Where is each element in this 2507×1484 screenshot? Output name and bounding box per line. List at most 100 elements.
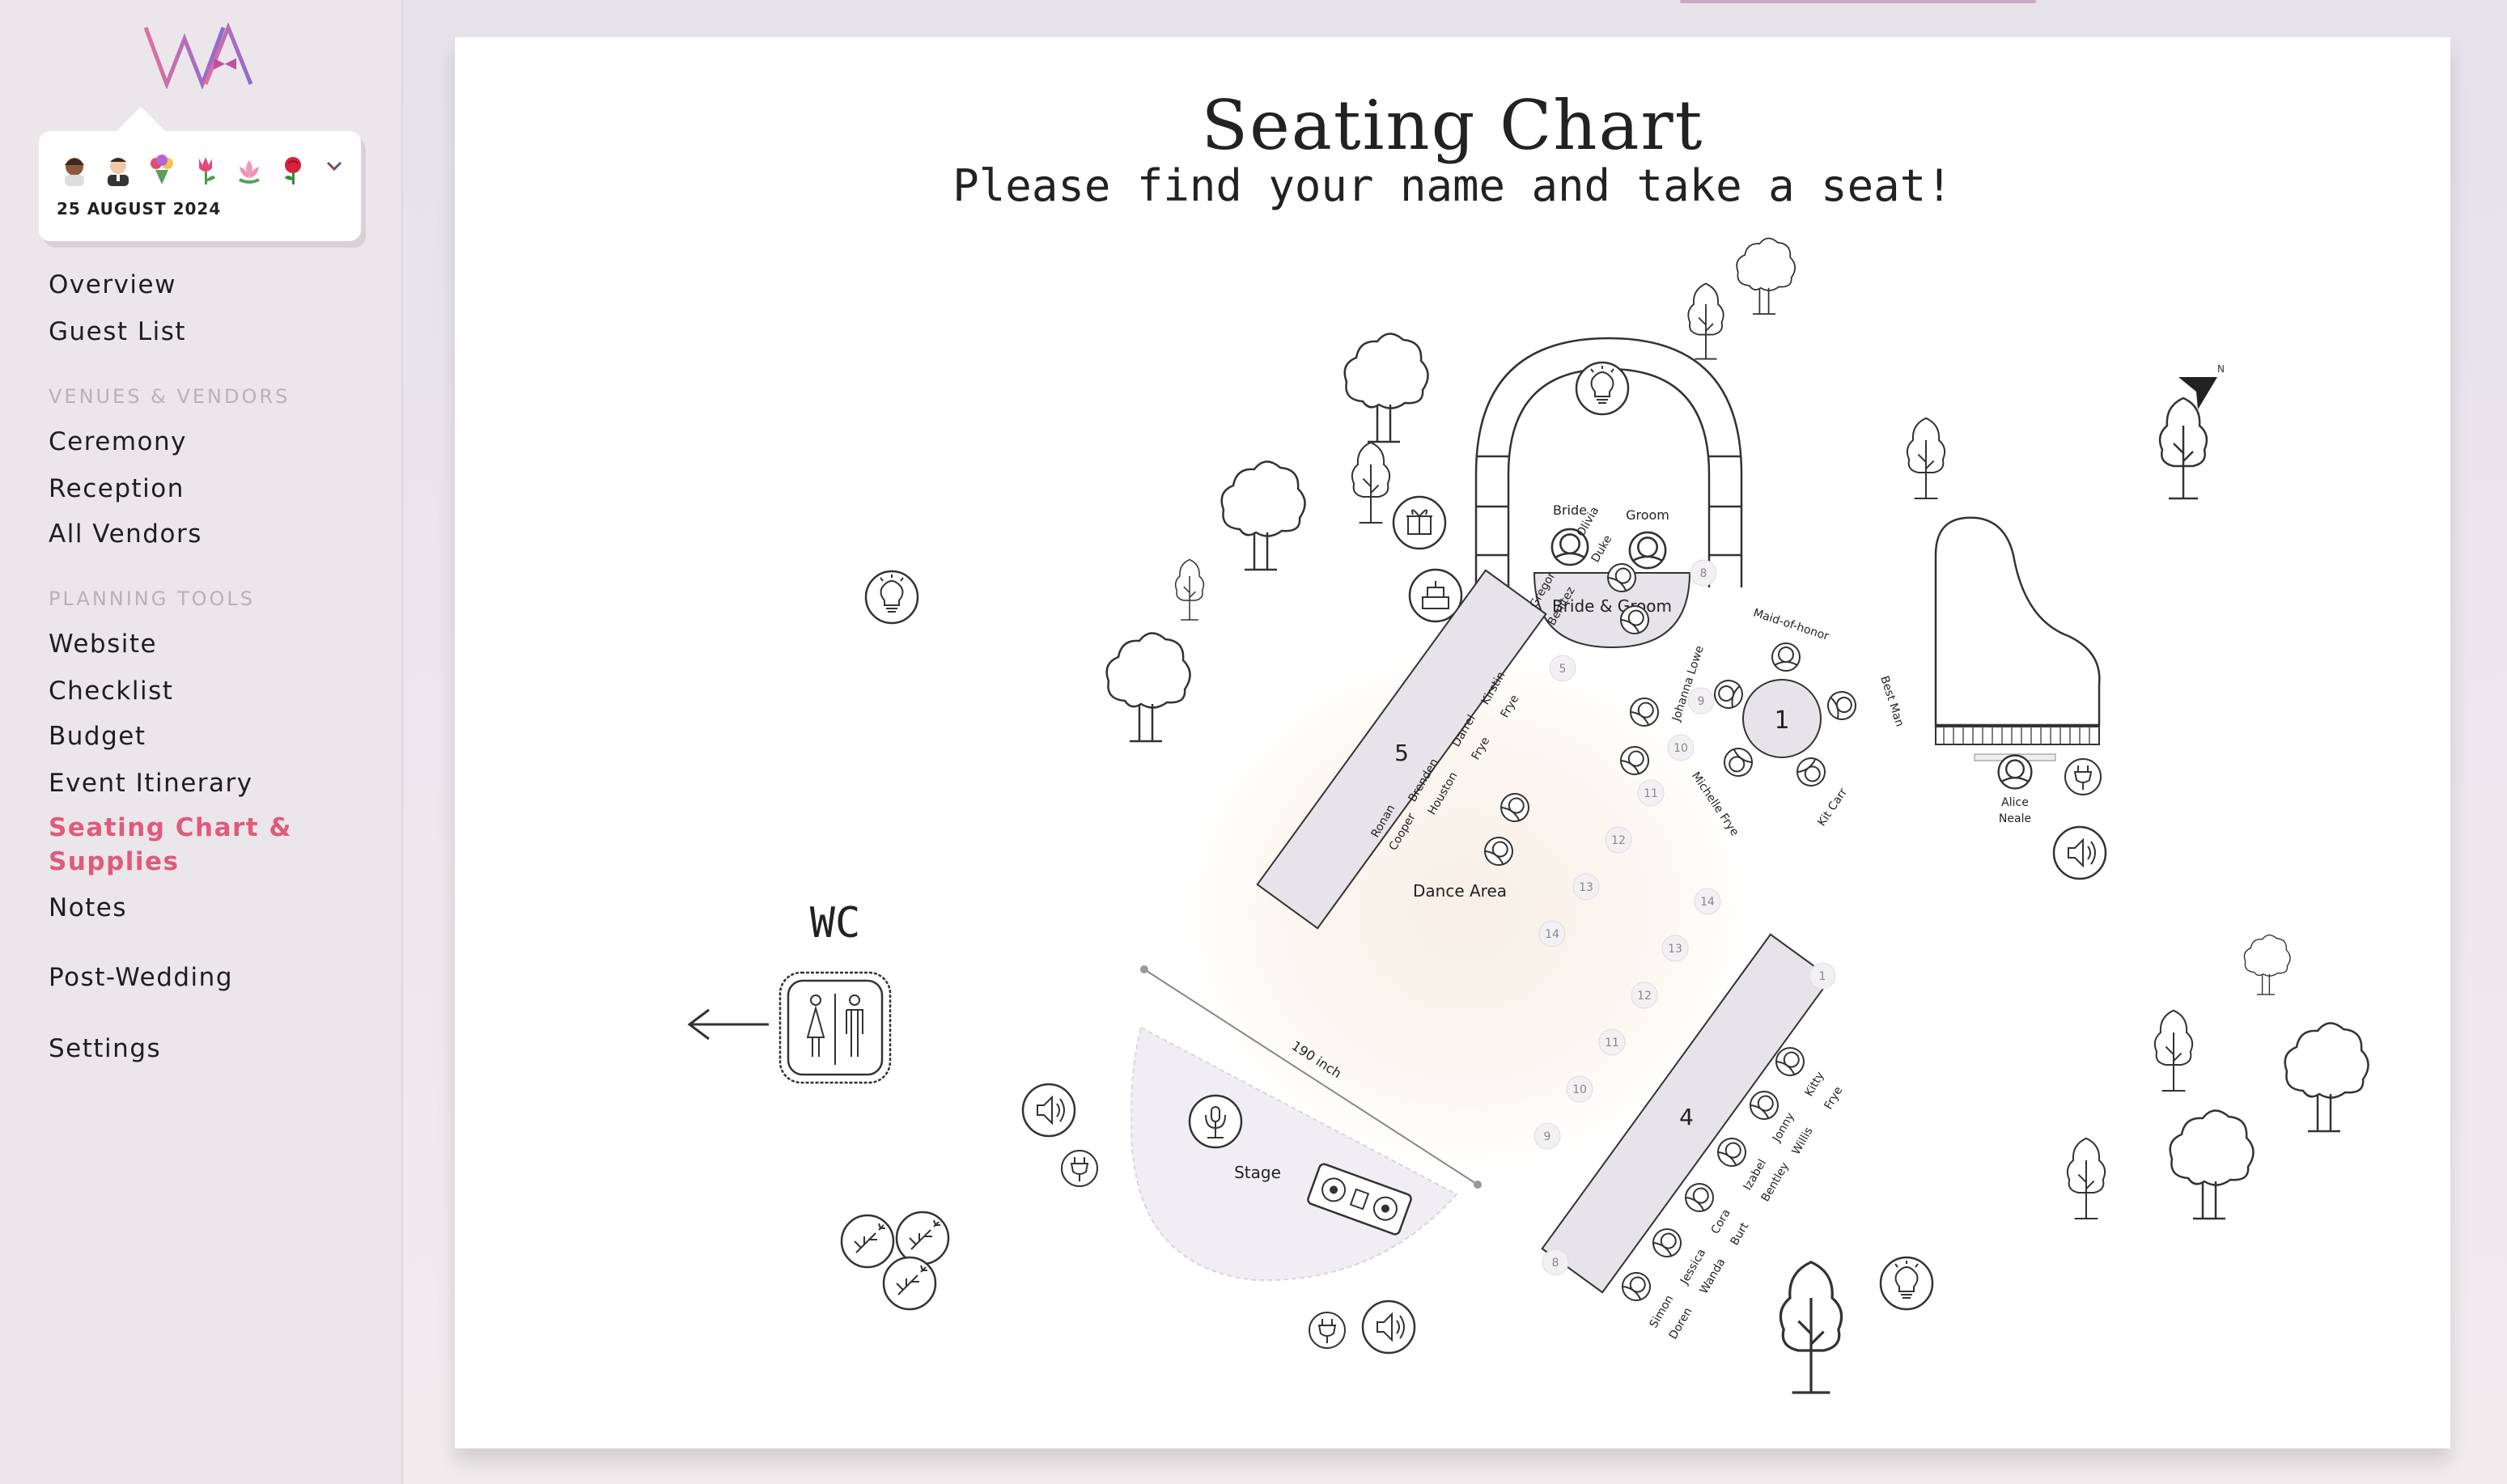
svg-text:Cora: Cora [1709,1207,1733,1236]
tree-icon [1351,441,1391,524]
table-4-seat [1647,1223,1687,1263]
svg-text:12: 12 [1611,834,1626,847]
nav-post-wedding[interactable]: Post-Wedding [49,963,233,992]
table-4 [1541,933,1832,1294]
event-emoji-row [57,152,311,188]
svg-text:13: 13 [1579,881,1593,894]
firework-icon [882,1256,937,1311]
groom-seat [1628,531,1667,570]
speaker-icon [1361,1300,1416,1355]
nav-event-itinerary[interactable]: Event Itinerary [49,769,253,798]
event-switcher-card[interactable]: 25 AUGUST 2024 [39,107,361,241]
table-4-empty-seats: 1 14 13 12 11 10 9 8 [1533,888,1836,1276]
piano-guest-name: Alice [2001,796,2029,809]
tree-icon [2169,1109,2255,1220]
bouquet-icon [144,152,180,188]
wc-label: WC [810,899,861,948]
svg-text:9: 9 [1544,1130,1551,1143]
table-1-seat [1771,642,1801,672]
svg-text:1: 1 [1819,970,1826,983]
table-4-seat [1712,1132,1752,1172]
nav-settings[interactable]: Settings [49,1034,162,1063]
svg-text:5: 5 [1559,663,1567,676]
section-venues-vendors: VENUES & VENDORS [49,385,291,408]
svg-text:10: 10 [1673,742,1688,755]
nav-seating-line2: Supplies [49,847,180,876]
svg-text:14: 14 [1545,928,1559,941]
tree-icon [2284,1022,2369,1133]
main-content: Seating Chart Please find your name and … [403,0,2507,1484]
svg-text:Willis: Willis [1790,1125,1816,1157]
microphone-icon [1188,1094,1243,1149]
svg-text:11: 11 [1644,787,1658,800]
table-1-seat [1823,687,1860,724]
tree-icon [2153,1009,2194,1092]
dimension-line [1143,969,1478,1185]
tree-icon [2066,1137,2106,1220]
app-logo[interactable] [142,22,256,91]
svg-text:11: 11 [1605,1037,1619,1049]
piano [1934,516,2101,761]
tree-icon [2243,934,2291,995]
nav-seating-chart[interactable]: Seating Chart & Supplies [49,811,292,879]
svg-text:12: 12 [1637,990,1652,1003]
tree-icon [1687,282,1724,360]
svg-text:8: 8 [1700,567,1707,580]
stage-label: Stage [1234,1163,1281,1182]
nav-checklist[interactable]: Checklist [49,676,174,706]
nav-ceremony[interactable]: Ceremony [49,427,188,456]
svg-text:Burt: Burt [1729,1220,1752,1248]
nav-notes[interactable]: Notes [49,893,128,922]
table-1-guest-label: Best Man [1877,674,1906,728]
speaker-icon [2052,825,2107,880]
chart-subtitle: Please find your name and take a seat! [952,160,1953,211]
tree-icon [1343,333,1429,443]
arrow-left-icon [687,1008,769,1041]
tree-icon [1105,632,1191,743]
power-plug-icon [1309,1312,1346,1349]
bride-groom-table-label: Bride & Groom [1552,596,1672,616]
power-plug-icon [1061,1150,1098,1187]
nav-reception[interactable]: Reception [49,474,185,503]
light-bulb-icon [1575,361,1630,416]
table-1-seat [1791,752,1831,792]
firework-icon [840,1214,895,1269]
tree-icon [1174,558,1205,621]
svg-text:14: 14 [1700,896,1715,909]
nav-seating-line1: Seating Chart & [49,813,292,842]
bride-label: Bride [1553,502,1587,518]
table-4-seat [1744,1085,1784,1126]
groom-label: Groom [1626,507,1669,523]
table-1-seat [1710,676,1747,713]
firework-icon [895,1211,950,1266]
nav-overview[interactable]: Overview [49,270,176,299]
piano-guest-surname: Neale [1999,812,2031,825]
gift-icon [1392,495,1447,550]
svg-text:N: N [2217,363,2225,375]
svg-text:Doren: Doren [1667,1305,1695,1342]
groom-icon [100,152,136,188]
nav-all-vendors[interactable]: All Vendors [49,519,202,549]
svg-text:Frye: Frye [1822,1084,1846,1112]
tulip-icon [188,152,223,188]
lotus-icon [231,152,267,188]
chart-title: Seating Chart [1201,86,1704,165]
seating-chart-canvas[interactable]: Seating Chart Please find your name and … [455,37,2450,1448]
table-4-seat [1679,1177,1720,1218]
nav-guest-list[interactable]: Guest List [49,317,187,346]
table-5-number: 5 [1394,740,1409,766]
chevron-down-icon[interactable] [324,155,345,176]
dance-area-label: Dance Area [1413,881,1507,901]
rose-icon [275,152,311,188]
nav-website[interactable]: Website [49,630,158,659]
table-4-seat [1616,1266,1656,1307]
tree-icon [1736,237,1796,315]
table-1-number: 1 [1774,706,1789,735]
top-scroll-indicator[interactable] [1680,0,2036,3]
svg-text:13: 13 [1668,943,1682,956]
section-planning-tools: PLANNING TOOLS [49,587,256,610]
dj-deck-icon [1307,1163,1412,1236]
tree-icon [2158,396,2208,500]
table-4-number: 4 [1679,1104,1694,1130]
nav-budget[interactable]: Budget [49,722,146,751]
